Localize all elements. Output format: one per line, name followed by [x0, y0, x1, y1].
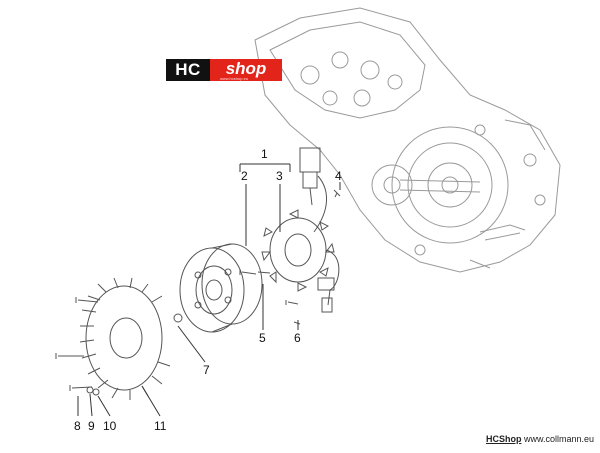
logo-shop: shop: [210, 59, 282, 81]
fan-cover: [79, 277, 171, 400]
callout-11: 11: [154, 419, 167, 433]
callout-5: 5: [259, 331, 266, 345]
flywheel-rotor: [179, 243, 263, 333]
callout-8: 8: [74, 419, 81, 433]
logo-hc: HC: [166, 59, 210, 81]
logo-url: www.hcshop.eu: [220, 76, 249, 81]
leader-lines: [77, 163, 341, 417]
footer-url[interactable]: www.collmann.eu: [523, 434, 594, 444]
footer-credit: HCShop www.collmann.eu: [486, 434, 594, 444]
hc-shop-logo: HC shop www.hcshop.eu: [166, 59, 282, 81]
callout-1: 1: [261, 147, 268, 161]
callout-4: 4: [335, 169, 342, 183]
callout-10: 10: [103, 419, 117, 433]
callout-2: 2: [241, 169, 248, 183]
fasteners: [55, 189, 341, 396]
engine-crankcase: [254, 7, 561, 273]
stator: [261, 175, 340, 313]
callout-9: 9: [88, 419, 95, 433]
callout-3: 3: [276, 169, 283, 183]
callout-6: 6: [294, 331, 301, 345]
callout-7: 7: [203, 363, 210, 377]
footer-brand: HCShop: [485, 434, 522, 444]
connector-plug: [299, 147, 321, 206]
